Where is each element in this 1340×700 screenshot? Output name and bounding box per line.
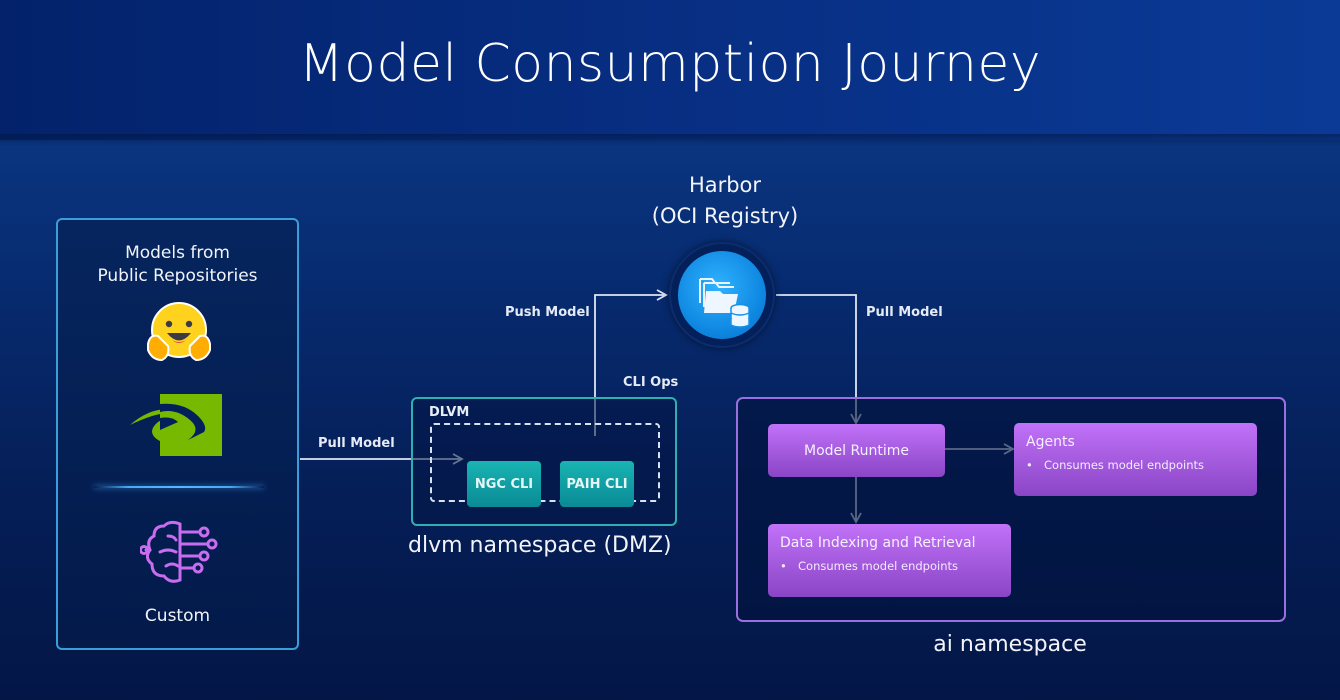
dlvm-dashed-group: NGC CLI PAIH CLI [430,423,660,507]
agents-bullet-text: Consumes model endpoints [1044,458,1205,472]
harbor-circle [678,251,766,339]
ai-namespace-caption: ai namespace [933,632,1087,657]
public-repositories-title: Models from Public Repositories [58,242,297,288]
dlvm-namespace-box: DLVM NGC CLI PAIH CLI [411,397,677,526]
paih-cli-box[interactable]: PAIH CLI [560,461,634,507]
nvidia-icon [130,394,222,456]
harbor-title-line2: (OCI Registry) [651,204,799,228]
header-band: Model Consumption Journey [0,0,1340,146]
page-title: Model Consumption Journey [298,34,1042,94]
cli-ops-label: CLI Ops [623,375,679,390]
model-runtime-label: Model Runtime [804,442,909,459]
public-repositories-panel: Models from Public Repositories Custom [56,218,299,650]
harbor-registry-node[interactable] [669,242,775,348]
public-repositories-title-line1: Models from [125,243,230,263]
folder-database-icon [699,278,750,328]
pull-model-label-right: Pull Model [866,305,943,320]
hugging-face-icon [147,302,211,362]
brain-circuit-icon [140,520,218,583]
data-indexing-bullet-text: Consumes model endpoints [798,559,959,573]
custom-label: Custom [144,606,211,626]
agents-bullet: •Consumes model endpoints [1026,458,1205,472]
push-model-label: Push Model [505,305,590,320]
panel-divider [94,486,264,488]
harbor-title-line1: Harbor [688,173,762,197]
dlvm-namespace-caption: dlvm namespace (DMZ) [408,533,672,558]
data-indexing-box[interactable]: Data Indexing and Retrieval •Consumes mo… [768,524,1011,597]
dlvm-label: DLVM [429,405,470,420]
data-indexing-bullet: •Consumes model endpoints [780,559,959,573]
agents-title: Agents [1026,434,1075,450]
pull-model-label-left: Pull Model [318,436,395,451]
ngc-cli-box[interactable]: NGC CLI [467,461,541,507]
agents-box[interactable]: Agents •Consumes model endpoints [1014,423,1257,496]
model-runtime-box[interactable]: Model Runtime [768,424,945,477]
harbor-title: Harbor (OCI Registry) [600,170,850,232]
data-indexing-title: Data Indexing and Retrieval [780,535,976,551]
public-repositories-title-line2: Public Repositories [97,266,258,286]
